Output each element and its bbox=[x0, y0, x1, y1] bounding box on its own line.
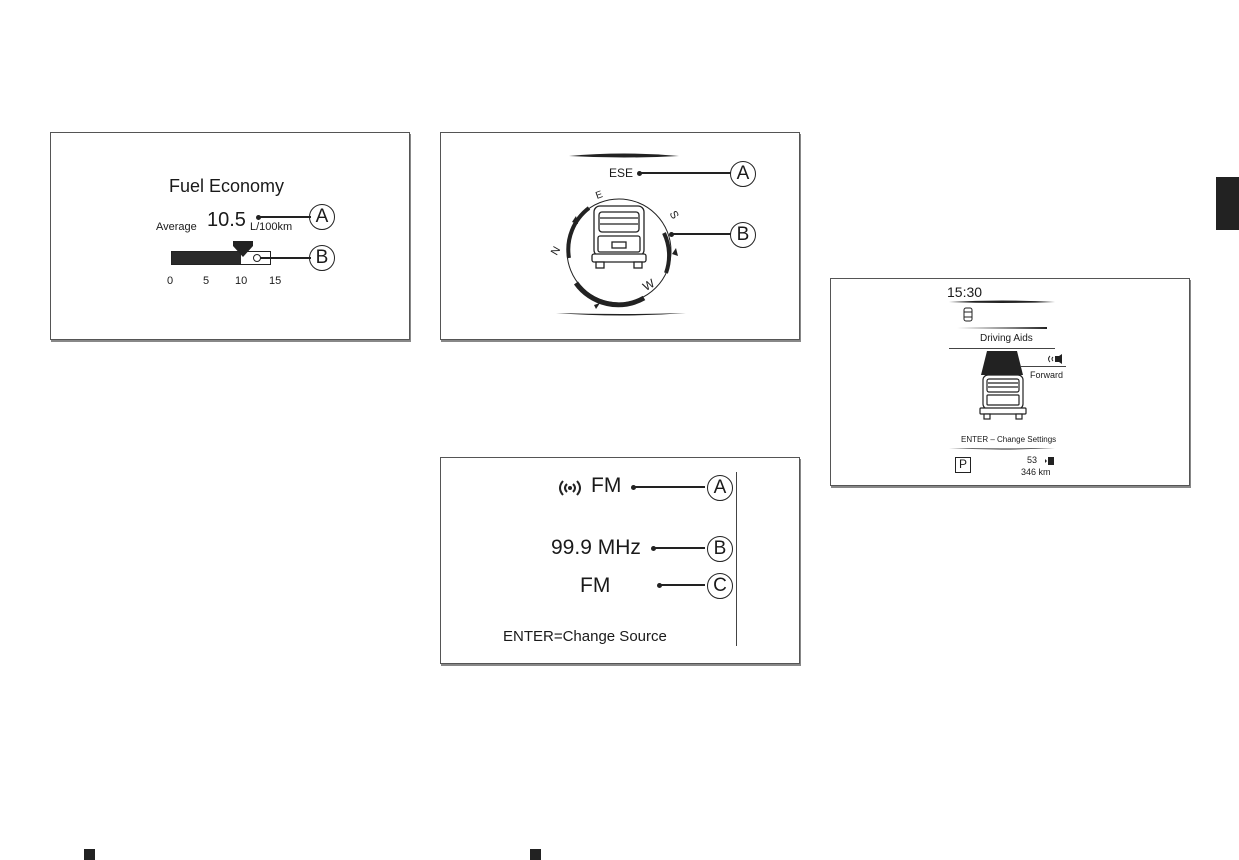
average-value: 10.5 bbox=[207, 209, 246, 231]
top-divider-icon bbox=[949, 300, 1055, 303]
fuel-pump-icon bbox=[1040, 457, 1054, 465]
average-unit: L/100km bbox=[250, 221, 293, 233]
callout-c: C bbox=[707, 573, 733, 599]
callout-a: A bbox=[730, 161, 756, 187]
gear-indicator: P bbox=[955, 457, 971, 473]
gear-indicator-label: P bbox=[958, 457, 967, 471]
driving-aids-title: Driving Aids bbox=[980, 333, 1033, 344]
scale-tick-5: 5 bbox=[203, 275, 210, 287]
bottom-divider-icon bbox=[949, 448, 1055, 450]
forward-sensor-beam-icon bbox=[981, 351, 1023, 375]
sensor-speaker-icon bbox=[1048, 354, 1062, 364]
radio-frequency: 99.9 MHz bbox=[551, 536, 641, 559]
fuel-economy-title: Fuel Economy bbox=[169, 176, 285, 196]
bottom-divider-icon bbox=[556, 313, 686, 316]
compass-ring-icon bbox=[566, 198, 678, 309]
vehicle-icon bbox=[979, 374, 1027, 420]
radio-band: FM bbox=[591, 474, 622, 497]
gauge-pointer-icon bbox=[233, 241, 253, 257]
divider-icon bbox=[957, 327, 1047, 329]
broadcast-signal-icon bbox=[559, 480, 581, 496]
compass-panel: ESE A E S W N B bbox=[440, 132, 800, 340]
scale-tick-0: 0 bbox=[167, 275, 174, 287]
callout-b: B bbox=[730, 222, 756, 248]
sensor-label: Forward bbox=[1030, 370, 1064, 380]
fuel-economy-panel: Fuel Economy Average 10.5 L/100km A B 0 … bbox=[50, 132, 410, 340]
radio-panel: FM A 99.9 MHz B FM C ENTER=Change Source bbox=[440, 457, 800, 664]
settings-hint: ENTER – Change Settings bbox=[961, 435, 1057, 444]
vehicle-status-icon bbox=[963, 307, 973, 322]
page-footer-mark-right bbox=[530, 849, 541, 860]
clock-time: 15:30 bbox=[947, 284, 983, 300]
chapter-tab bbox=[1216, 177, 1239, 230]
range-value: 346 km bbox=[1021, 467, 1051, 477]
radio-panel-divider bbox=[736, 472, 737, 646]
callout-a: A bbox=[707, 475, 733, 501]
callout-b: B bbox=[707, 536, 733, 562]
radio-source: FM bbox=[580, 574, 611, 597]
fuel-gauge-fill bbox=[172, 252, 241, 264]
fuel-level-value: 53 bbox=[1027, 455, 1038, 465]
driving-aids-panel: 15:30 Driving Aids Forward bbox=[830, 278, 1190, 486]
scale-tick-15: 15 bbox=[269, 275, 282, 287]
page-footer-mark-left bbox=[84, 849, 95, 860]
callout-b: B bbox=[309, 245, 335, 271]
top-divider-icon bbox=[569, 153, 679, 158]
average-label: Average bbox=[156, 221, 197, 233]
callout-a: A bbox=[309, 204, 335, 230]
fuel-gauge-bar bbox=[171, 251, 271, 265]
compass-heading: ESE bbox=[609, 166, 634, 180]
radio-hint: ENTER=Change Source bbox=[503, 628, 667, 645]
scale-tick-10: 10 bbox=[235, 275, 248, 287]
